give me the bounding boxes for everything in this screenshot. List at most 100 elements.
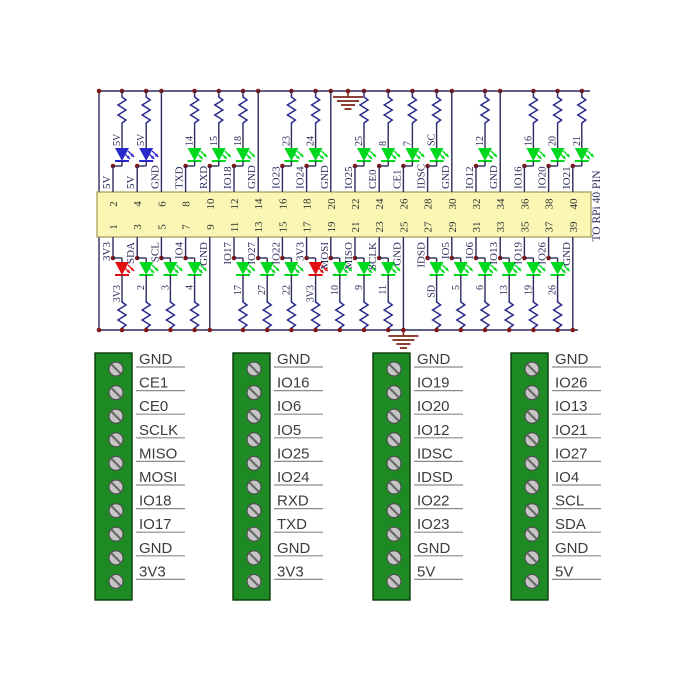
led-green-icon bbox=[513, 269, 518, 273]
led-label: 7 bbox=[402, 141, 413, 146]
led-green-icon bbox=[308, 148, 323, 161]
led-label: 3V3 bbox=[112, 285, 123, 302]
pin-number: 5 bbox=[156, 224, 168, 230]
led-green-icon bbox=[163, 262, 178, 275]
led-label: 20 bbox=[548, 136, 559, 146]
screw-slot-icon bbox=[526, 434, 538, 446]
screw-slot-icon bbox=[248, 576, 260, 587]
pin-number: 6 bbox=[156, 201, 168, 207]
screw-slot-icon bbox=[388, 363, 400, 375]
pin-number: 39 bbox=[568, 221, 580, 233]
led-green-icon bbox=[445, 153, 449, 157]
screw-slot-icon bbox=[388, 505, 400, 516]
resistor-icon bbox=[189, 300, 201, 330]
terminal-label: RXD bbox=[277, 493, 309, 510]
led-green-icon bbox=[236, 262, 250, 275]
screw-slot-icon bbox=[110, 410, 122, 422]
screw-slot-icon bbox=[526, 576, 538, 587]
screw-slot-icon bbox=[248, 410, 260, 422]
led-green-icon bbox=[284, 148, 299, 161]
led-red-icon bbox=[320, 269, 324, 273]
pin-number: 34 bbox=[495, 198, 507, 210]
pin-number: 17 bbox=[302, 221, 314, 233]
screw-slot-icon bbox=[248, 528, 260, 540]
net-label: GND bbox=[391, 242, 403, 266]
screw-slot-icon bbox=[248, 363, 260, 375]
led-green-icon bbox=[284, 262, 299, 275]
junction-dot bbox=[313, 327, 318, 333]
pin-number: 33 bbox=[495, 221, 507, 233]
led-label: 16 bbox=[523, 136, 534, 146]
resistor-icon bbox=[310, 300, 322, 330]
led-green-icon bbox=[150, 269, 155, 273]
led-green-icon bbox=[174, 269, 179, 273]
led-green-icon bbox=[247, 269, 251, 273]
net-label: 5V bbox=[101, 176, 113, 190]
terminal-label: IO5 bbox=[277, 422, 301, 439]
net-label: CE1 bbox=[391, 169, 403, 189]
screw-slot-icon bbox=[110, 363, 122, 375]
screw-slot-icon bbox=[110, 505, 122, 516]
led-green-icon bbox=[517, 267, 522, 271]
screw-slot-icon bbox=[388, 458, 400, 469]
led-label: 5V bbox=[136, 133, 147, 146]
led-green-icon bbox=[441, 269, 445, 273]
led-green-icon bbox=[574, 148, 589, 161]
terminal-label: GND bbox=[417, 540, 451, 557]
led-green-icon bbox=[416, 155, 421, 159]
led-label: 15 bbox=[209, 136, 220, 146]
led-label: 11 bbox=[378, 285, 389, 295]
led-green-icon bbox=[550, 262, 565, 275]
led-blue-icon bbox=[130, 153, 134, 157]
net-label: IO18 bbox=[222, 166, 234, 189]
pin-number: 13 bbox=[253, 221, 265, 233]
resistor-icon bbox=[213, 95, 225, 125]
led-label: SD bbox=[427, 285, 438, 298]
net-label: IO4 bbox=[174, 242, 186, 260]
led-green-icon bbox=[566, 267, 570, 271]
terminal-label: 3V3 bbox=[139, 563, 166, 580]
led-label: 18 bbox=[233, 136, 244, 146]
net-label: MOSI bbox=[319, 242, 331, 270]
screw-slot-icon bbox=[388, 528, 400, 540]
screw-slot-icon bbox=[248, 481, 260, 493]
led-green-icon bbox=[372, 153, 376, 157]
junction-dot bbox=[119, 327, 125, 333]
led-blue-icon bbox=[150, 155, 155, 159]
junction-dot bbox=[192, 327, 197, 333]
resistor-icon bbox=[285, 300, 297, 330]
terminal-label: 3V3 bbox=[277, 563, 304, 580]
resistor-icon bbox=[479, 300, 491, 330]
screw-slot-icon bbox=[110, 434, 122, 446]
led-green-icon bbox=[478, 262, 492, 275]
terminal-label: IO12 bbox=[417, 422, 450, 439]
led-green-icon bbox=[469, 267, 473, 271]
junction-dot bbox=[337, 327, 343, 333]
screw-slot-icon bbox=[388, 387, 400, 398]
resistor-icon bbox=[431, 95, 443, 125]
led-blue-icon bbox=[154, 153, 159, 157]
pin-number: 18 bbox=[302, 198, 314, 210]
resistor-icon bbox=[116, 95, 128, 125]
screw-slot-icon bbox=[526, 528, 538, 540]
net-label: IO23 bbox=[270, 166, 282, 189]
net-label: IO25 bbox=[343, 166, 355, 189]
led-green-icon bbox=[187, 262, 202, 275]
led-label: 23 bbox=[281, 136, 292, 146]
net-label: IO5 bbox=[440, 242, 452, 260]
junction-dot bbox=[401, 327, 406, 333]
led-blue-icon bbox=[126, 155, 130, 159]
net-label: IO20 bbox=[537, 166, 549, 189]
resistor-icon bbox=[382, 95, 394, 125]
net-label: 3V3 bbox=[101, 242, 113, 261]
led-label: 8 bbox=[378, 141, 389, 146]
led-green-icon bbox=[537, 155, 542, 159]
terminal-label: IO27 bbox=[555, 445, 588, 462]
net-label: SCL bbox=[149, 242, 161, 262]
pin-number: 12 bbox=[229, 199, 241, 210]
led-green-icon bbox=[295, 269, 300, 273]
led-green-icon bbox=[203, 267, 207, 271]
led-green-icon bbox=[227, 153, 231, 157]
